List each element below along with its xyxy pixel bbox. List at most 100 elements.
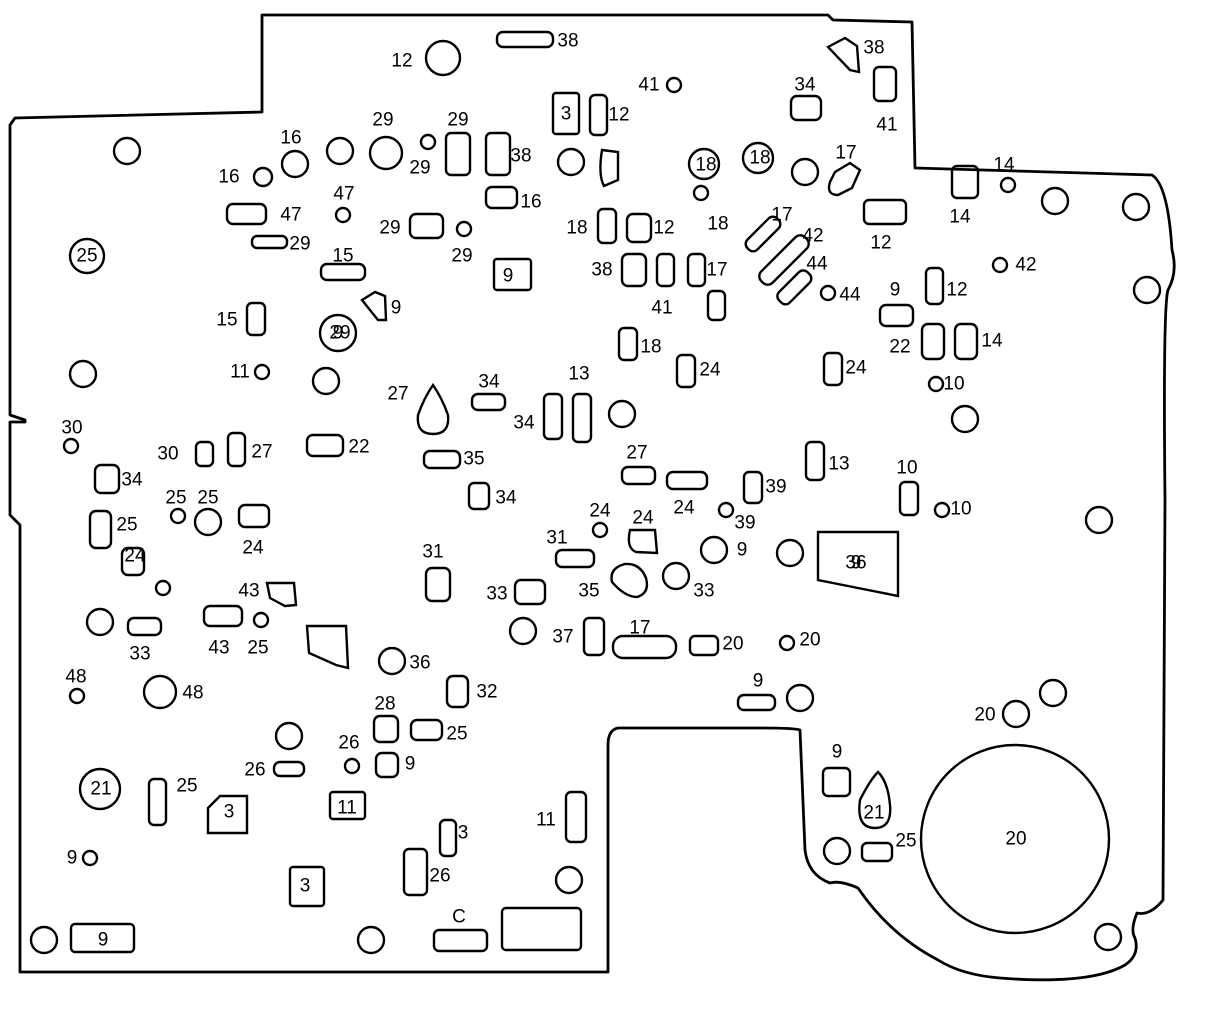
irregular-passage — [599, 148, 620, 188]
hole — [154, 579, 172, 597]
callout-label: 29 — [447, 110, 468, 131]
callout-label: 25 — [895, 831, 916, 852]
callout-label: 9 — [503, 266, 514, 287]
slot — [582, 616, 606, 657]
square-port — [492, 257, 533, 292]
slot — [305, 433, 345, 458]
hole — [142, 674, 178, 710]
callout-label: 10 — [950, 499, 971, 520]
slot — [226, 431, 247, 468]
slot — [744, 215, 782, 253]
square-port — [551, 91, 581, 136]
callout-label: 43 — [208, 638, 229, 659]
hole — [311, 366, 341, 396]
callout-label: 29 — [329, 323, 350, 344]
hole — [778, 634, 796, 652]
slot — [950, 164, 980, 200]
callout-label: 24 — [242, 538, 264, 559]
callout-label: 38 — [863, 38, 884, 59]
callout-label: 9 — [890, 280, 901, 301]
callout-label: 36 — [409, 653, 430, 674]
callout-label: 38 — [591, 260, 612, 281]
slot — [484, 131, 512, 177]
slot — [438, 818, 458, 858]
callout-label: 41 — [638, 75, 659, 96]
hole — [665, 76, 683, 94]
hole — [274, 721, 304, 751]
hole — [356, 925, 386, 955]
callout-label: 12 — [608, 105, 629, 126]
callout-label: 32 — [476, 682, 497, 703]
callout-label: 22 — [348, 437, 369, 458]
callout-label: 26 — [244, 760, 265, 781]
hole — [775, 538, 805, 568]
callout-label: 22 — [889, 337, 910, 358]
slot — [250, 234, 289, 250]
hole — [81, 849, 99, 867]
hole — [1038, 678, 1068, 708]
hole — [556, 147, 586, 177]
slot — [402, 847, 429, 897]
callout-label: 9 — [753, 671, 764, 692]
callout-label: 14 — [949, 207, 971, 228]
callout-label: 17 — [771, 205, 792, 226]
callout-label: 14 — [993, 155, 1015, 176]
slot — [596, 207, 618, 245]
callout-label: 18 — [640, 337, 661, 358]
slot — [408, 212, 445, 240]
slot — [93, 463, 121, 495]
hole — [193, 507, 223, 537]
hole — [927, 375, 945, 393]
hole — [325, 136, 355, 166]
hole — [717, 501, 735, 519]
hole — [78, 767, 122, 811]
slot — [620, 465, 657, 486]
hole — [699, 535, 729, 565]
callout-label: 20 — [1005, 829, 1026, 850]
callout-label: 18 — [566, 218, 587, 239]
callout-label: 9 — [832, 742, 843, 763]
slot — [484, 185, 519, 210]
callout-label: 9 — [851, 553, 862, 574]
callout-label: 9 — [333, 323, 344, 344]
callout-label: 30 — [157, 444, 178, 465]
slot — [513, 578, 547, 606]
slot — [776, 269, 813, 306]
callout-label: 10 — [896, 458, 917, 479]
slot — [625, 212, 653, 244]
callout-label: 38 — [510, 146, 531, 167]
slot — [611, 634, 678, 660]
callout-label: 28 — [374, 694, 395, 715]
slot — [588, 93, 609, 137]
callout-label: 16 — [280, 128, 301, 149]
passage-shapes — [29, 30, 1162, 955]
slot — [872, 65, 898, 103]
hole — [318, 313, 358, 353]
hole — [1040, 186, 1070, 216]
callout-label: 20 — [722, 634, 743, 655]
hole — [991, 256, 1009, 274]
callout-label: 25 — [197, 488, 218, 509]
callout-label: 30 — [61, 418, 82, 439]
teardrop-passage — [610, 562, 649, 599]
slot — [554, 548, 596, 569]
callout-label: 42 — [802, 226, 823, 247]
callout-label: 27 — [387, 384, 408, 405]
callout-label: 24 — [845, 358, 867, 379]
slot — [88, 509, 113, 550]
callout-label: 34 — [495, 488, 517, 509]
callout-label: 29 — [372, 110, 393, 131]
square-port — [69, 922, 136, 954]
slot — [564, 790, 588, 844]
callout-label: 27 — [251, 442, 272, 463]
teardrop-passage — [858, 770, 892, 830]
callout-label: 9 — [391, 298, 402, 319]
hole — [508, 616, 538, 646]
hole — [999, 176, 1017, 194]
slot — [444, 131, 472, 177]
hole — [919, 743, 1111, 935]
irregular-passage — [627, 528, 659, 555]
callout-label: 41 — [651, 298, 672, 319]
callout-label: 21 — [863, 803, 884, 824]
